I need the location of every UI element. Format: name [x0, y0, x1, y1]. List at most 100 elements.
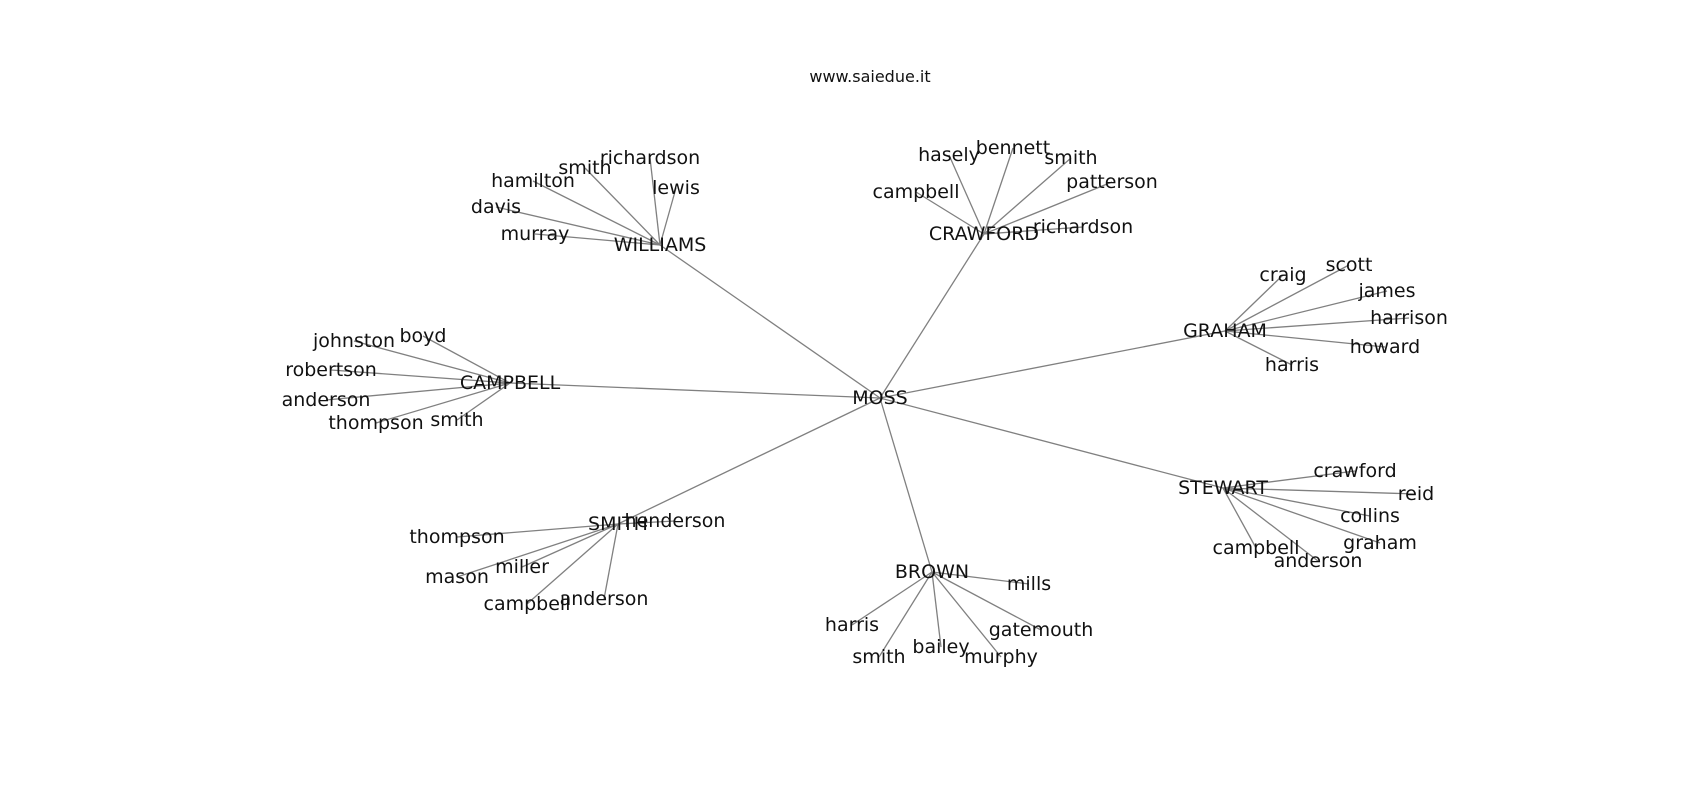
edge-smith-miller: [521, 523, 619, 568]
edge-graham-james: [1224, 290, 1388, 332]
edges: [325, 147, 1417, 658]
edge-campbell-robertson: [330, 369, 511, 384]
edge-smith-mason: [456, 523, 619, 578]
family-node-label: GRAHAM: [1183, 320, 1267, 342]
member-node-label: anderson: [560, 588, 649, 610]
edge-brown-gatemouth: [931, 571, 1042, 631]
website-label: www.saiedue.it: [809, 67, 930, 86]
edge-crawford-richardson: [983, 226, 1084, 235]
family-node-label: CRAWFORD: [929, 223, 1039, 245]
member-node-label: bailey: [912, 636, 969, 658]
edge-crawford-smith: [983, 157, 1072, 235]
edge-smith-campbell: [526, 523, 619, 605]
member-node-label: davis: [471, 196, 521, 218]
edge-center-williams: [659, 244, 881, 399]
family-node-label: SMITH: [588, 513, 648, 535]
member-node-label: mills: [1007, 573, 1051, 595]
edge-stewart-anderson: [1222, 487, 1319, 562]
member-node-label: henderson: [625, 510, 726, 532]
member-node-label: miller: [495, 556, 549, 578]
edge-center-smith: [617, 397, 881, 525]
edge-graham-craig: [1224, 274, 1284, 332]
edge-williams-smith: [584, 167, 661, 246]
edge-smith-thompson: [456, 523, 619, 538]
member-node-label: smith: [1044, 147, 1097, 169]
member-node-label: richardson: [1033, 216, 1133, 238]
member-node-label: hamilton: [491, 170, 575, 192]
edge-campbell-smith: [456, 382, 511, 421]
edge-stewart-crawford: [1222, 470, 1356, 489]
edge-brown-harris: [851, 571, 933, 626]
edge-center-stewart: [879, 397, 1224, 489]
family-node-label: BROWN: [895, 561, 969, 583]
edge-brown-murphy: [931, 571, 1002, 658]
edge-campbell-thompson: [375, 382, 511, 424]
edge-smith-anderson: [603, 523, 619, 600]
edge-stewart-collins: [1222, 487, 1371, 517]
member-node-label: murphy: [964, 646, 1038, 668]
member-node-label: patterson: [1066, 171, 1158, 193]
edge-center-brown: [879, 397, 933, 573]
edge-williams-lewis: [659, 187, 677, 246]
labels: www.saiedue.it MOSSWILLIAMSsmithrichards…: [282, 67, 1448, 668]
member-node-label: crawford: [1313, 460, 1396, 482]
member-node-label: robertson: [285, 359, 377, 381]
edge-graham-harris: [1224, 330, 1293, 366]
edge-stewart-campbell: [1222, 487, 1257, 549]
family-node-label: STEWART: [1178, 477, 1268, 499]
member-node-label: murray: [501, 223, 570, 245]
edge-stewart-graham: [1222, 487, 1381, 544]
member-node-label: anderson: [1274, 550, 1363, 572]
member-node-label: campbell: [1213, 537, 1300, 559]
edge-center-crawford: [879, 233, 985, 399]
edge-brown-mills: [931, 571, 1030, 585]
edge-williams-davis: [495, 206, 661, 246]
edge-campbell-boyd: [422, 335, 511, 384]
member-node-label: harris: [1265, 354, 1319, 376]
center-node-label: MOSS: [852, 387, 907, 409]
edge-crawford-patterson: [983, 181, 1113, 235]
member-node-label: campbell: [873, 181, 960, 203]
member-node-label: james: [1357, 280, 1415, 302]
member-node-label: smith: [430, 409, 483, 431]
edge-center-campbell: [509, 382, 881, 399]
member-node-label: bennett: [976, 137, 1050, 159]
member-node-label: mason: [425, 566, 489, 588]
family-node-label: CAMPBELL: [460, 372, 561, 394]
edge-campbell-anderson: [325, 382, 511, 401]
edge-crawford-bennett: [983, 147, 1014, 235]
member-node-label: boyd: [400, 325, 447, 347]
member-node-label: thompson: [328, 412, 423, 434]
edge-center-graham: [879, 330, 1226, 399]
edge-graham-howard: [1224, 330, 1386, 348]
member-node-label: smith: [852, 646, 905, 668]
member-node-label: scott: [1326, 254, 1373, 276]
member-node-label: johnston: [312, 330, 395, 352]
edge-smith-henderson: [617, 520, 676, 525]
edge-brown-smith: [878, 571, 933, 658]
edge-brown-bailey: [931, 571, 942, 648]
edge-williams-murray: [534, 233, 661, 246]
family-node-label: WILLIAMS: [614, 234, 707, 256]
member-node-label: harris: [825, 614, 879, 636]
member-node-label: harrison: [1370, 307, 1448, 329]
edge-crawford-campbell: [915, 191, 985, 235]
member-node-label: howard: [1350, 336, 1420, 358]
member-node-label: lewis: [652, 177, 700, 199]
member-node-label: thompson: [409, 526, 504, 548]
edge-stewart-reid: [1222, 487, 1417, 495]
member-node-label: smith: [558, 157, 611, 179]
member-node-label: anderson: [282, 389, 371, 411]
member-node-label: campbell: [484, 593, 571, 615]
member-node-label: craig: [1259, 264, 1306, 286]
edge-williams-hamilton: [532, 180, 661, 246]
member-node-label: richardson: [600, 147, 700, 169]
edge-graham-harrison: [1224, 317, 1410, 332]
member-node-label: graham: [1343, 532, 1417, 554]
member-node-label: gatemouth: [989, 619, 1094, 641]
edge-crawford-hasely: [948, 154, 985, 235]
member-node-label: reid: [1398, 483, 1434, 505]
edge-williams-richardson: [649, 157, 661, 246]
member-node-label: hasely: [918, 144, 980, 166]
